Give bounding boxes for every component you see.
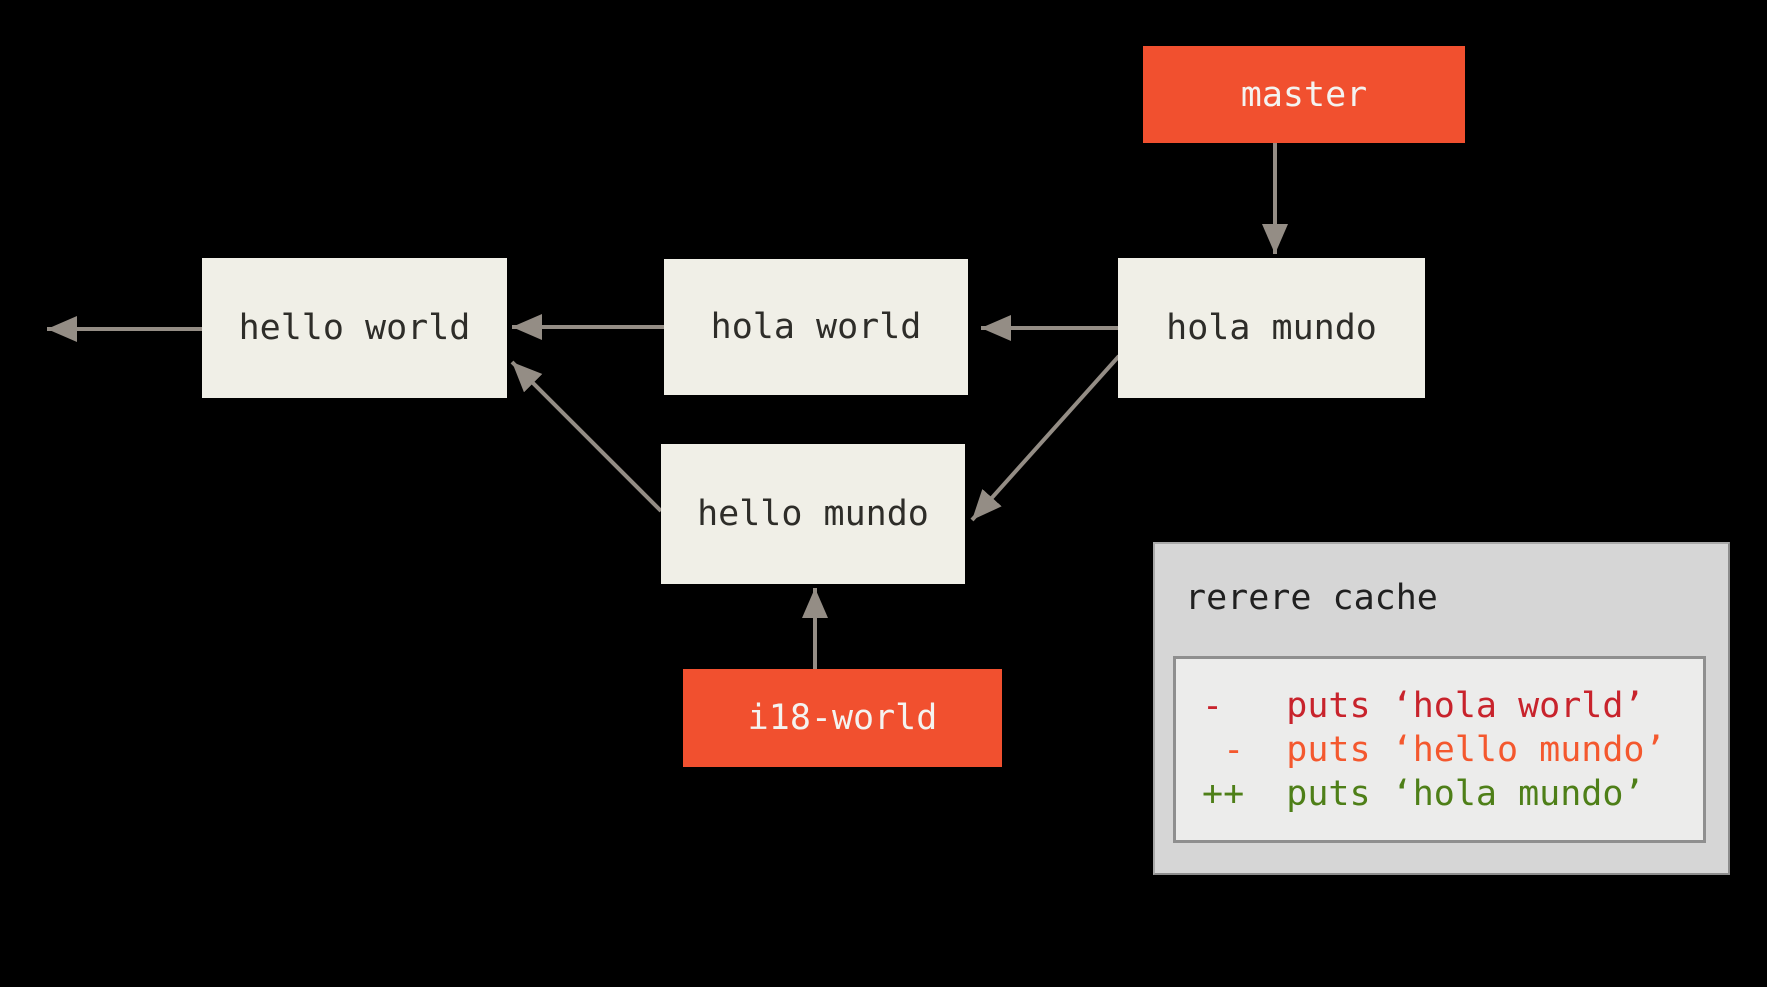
commit-node-hello-world: hello world: [202, 258, 507, 398]
diff-line-removed-ours: - puts ‘hola world’: [1202, 686, 1645, 726]
branch-label: master: [1240, 74, 1368, 115]
commit-label: hello mundo: [697, 494, 929, 534]
rerere-diff-box: - puts ‘hola world’ - puts ‘hello mundo’…: [1173, 656, 1706, 843]
arrow-hola-mundo-to-hello-mundo-icon: [970, 354, 1121, 522]
diff-line-removed-theirs: - puts ‘hello mundo’: [1202, 730, 1666, 770]
commit-node-hola-world: hola world: [664, 259, 968, 395]
commit-node-hola-mundo: hola mundo: [1118, 258, 1425, 398]
commit-label: hola mundo: [1166, 308, 1377, 348]
branch-label-master: master: [1143, 46, 1465, 143]
rerere-cache-panel: rerere cache - puts ‘hola world’ - puts …: [1153, 542, 1730, 875]
commit-node-hello-mundo: hello mundo: [661, 444, 965, 584]
arrow-hello-mundo-to-hello-world-icon: [510, 360, 663, 513]
branch-label: i18-world: [747, 698, 938, 738]
branch-label-i18-world: i18-world: [683, 669, 1002, 767]
diff-line-added: ++ puts ‘hola mundo’: [1202, 774, 1645, 814]
commit-label: hola world: [710, 307, 922, 347]
rerere-cache-title: rerere cache: [1185, 578, 1438, 618]
commit-label: hello world: [238, 308, 471, 348]
